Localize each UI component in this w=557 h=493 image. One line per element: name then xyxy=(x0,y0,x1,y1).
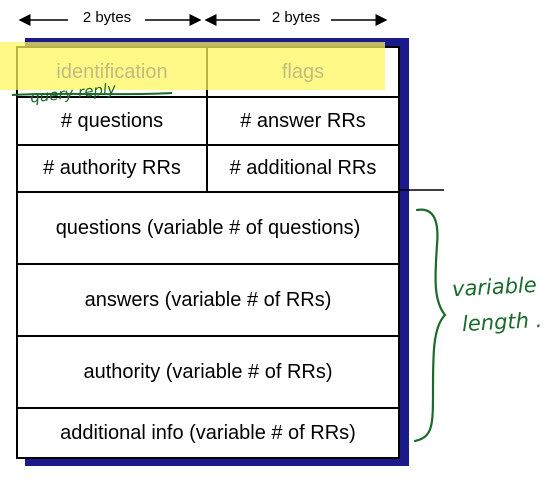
additional-rrs-count-field: # additional RRs xyxy=(206,144,400,193)
byte-width-arrows xyxy=(18,14,388,26)
authority-rrs-count-field: # authority RRs xyxy=(16,144,208,193)
handwritten-length: length . xyxy=(461,307,543,337)
answers-section: answers (variable # of RRs) xyxy=(16,263,400,337)
handwritten-underline xyxy=(11,92,173,96)
authority-section: authority (variable # of RRs) xyxy=(16,335,400,409)
variable-length-brace xyxy=(413,208,447,443)
left-bytes-label: 2 bytes xyxy=(72,9,142,26)
questions-section: questions (variable # of questions) xyxy=(16,191,400,265)
identification-flags-highlight xyxy=(0,42,385,90)
additional-info-section: additional info (variable # of RRs) xyxy=(16,407,400,459)
header-end-rule xyxy=(400,189,444,191)
answer-rrs-count-field: # answer RRs xyxy=(206,96,400,146)
handwritten-variable: variable xyxy=(451,272,538,302)
right-bytes-label: 2 bytes xyxy=(261,9,331,26)
